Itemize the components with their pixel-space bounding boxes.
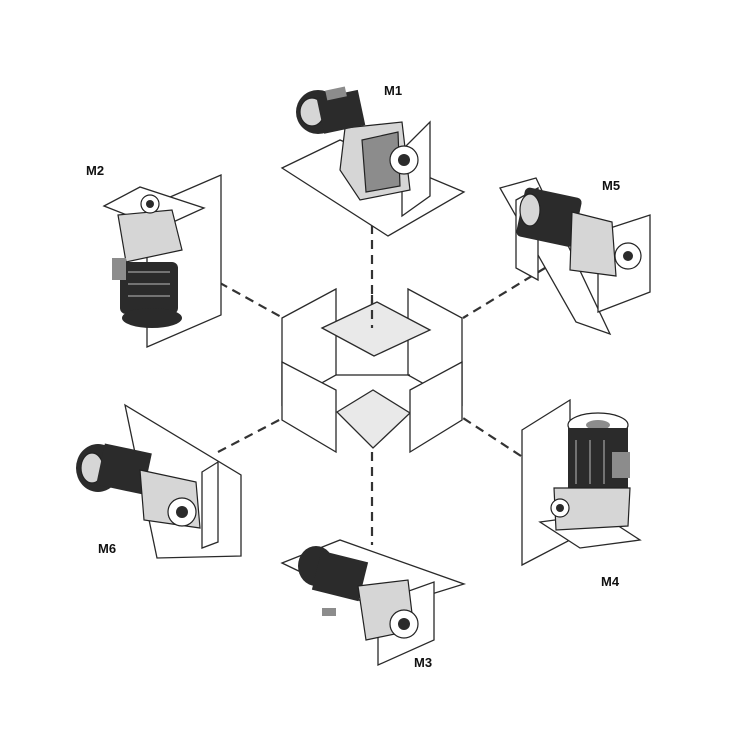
label-m2: M2 <box>86 163 104 178</box>
mount-m1: M1 <box>280 83 466 237</box>
label-m6: M6 <box>98 541 116 556</box>
m1-flange-plate <box>401 120 431 218</box>
mount-m2: M2 <box>86 163 222 348</box>
label-m5: M5 <box>602 178 620 193</box>
connector-lines <box>192 225 546 545</box>
label-m3: M3 <box>414 655 432 670</box>
m4-wall-plate <box>521 398 571 567</box>
mount-m3: M3 <box>280 539 467 670</box>
m6-flange-plate <box>201 460 219 549</box>
mount-m4: M4 <box>521 398 642 589</box>
connector-m6 <box>217 417 284 453</box>
mount-m5: M5 <box>499 177 651 336</box>
connector-m4 <box>462 417 522 457</box>
central-reference-box <box>281 287 463 454</box>
label-m1: M1 <box>384 83 402 98</box>
label-m4: M4 <box>601 574 620 589</box>
mount-m6: M6 <box>76 403 242 559</box>
